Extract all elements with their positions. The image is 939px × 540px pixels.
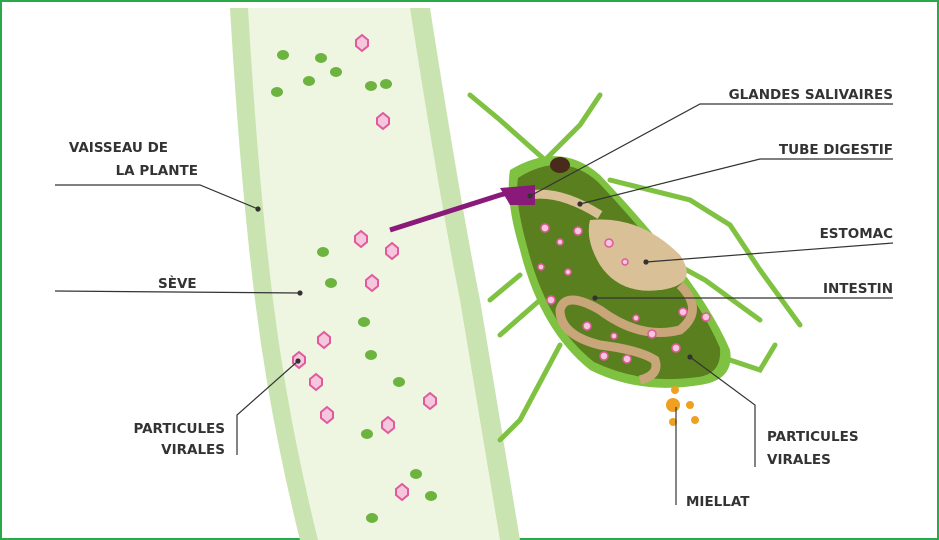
label-particules-left-line1: PARTICULES [133, 421, 225, 437]
label-miellat: MIELLAT [686, 494, 750, 510]
label-glandes-salivaires: GLANDES SALIVAIRES [729, 87, 893, 103]
label-vaisseau-line2: LA PLANTE [116, 163, 198, 179]
honeydew-drops [666, 386, 699, 426]
label-particules-right-line2: VIRALES [767, 452, 831, 468]
label-seve: SÈVE [158, 275, 197, 292]
label-particules-right-line1: PARTICULES [767, 429, 859, 445]
label-intestin: INTESTIN [823, 281, 893, 297]
label-vaisseau-line1: VAISSEAU DE [69, 140, 168, 156]
label-particules-left-line2: VIRALES [161, 442, 225, 458]
label-estomac: ESTOMAC [820, 226, 894, 242]
label-tube-digestif: TUBE DIGESTIF [779, 142, 893, 158]
